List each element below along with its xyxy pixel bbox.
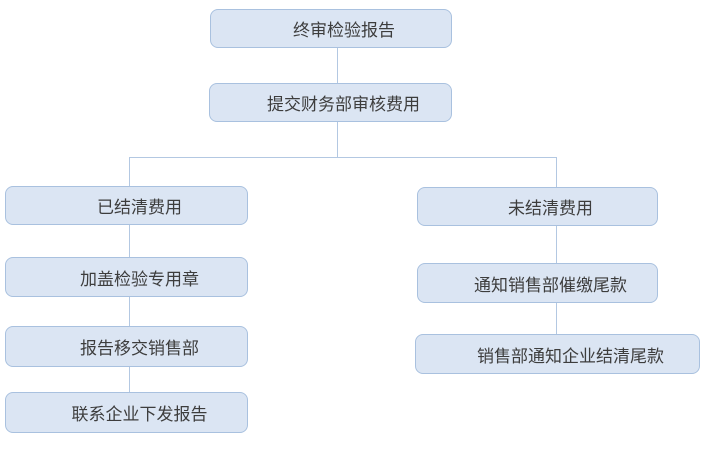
node-label: 终审检验报告 bbox=[293, 21, 395, 41]
node-submit-finance-review: 提交财务部审核费用 bbox=[209, 83, 452, 122]
node-final-inspection-report: 终审检验报告 bbox=[210, 9, 452, 48]
node-fees-settled: 已结清费用 bbox=[5, 186, 248, 225]
connector-unsettled-to-notify bbox=[556, 226, 557, 263]
connector-split-to-unsettled bbox=[556, 157, 557, 187]
connector-seal-to-transfer bbox=[129, 297, 130, 326]
node-label: 已结清费用 bbox=[97, 198, 182, 218]
node-label: 联系企业下发报告 bbox=[71, 405, 208, 425]
node-sales-notify-enterprise-settle: 销售部通知企业结清尾款 bbox=[415, 334, 700, 374]
node-label: 销售部通知企业结清尾款 bbox=[477, 346, 664, 367]
connector-finance-to-split bbox=[337, 122, 338, 157]
connector-split-to-settled bbox=[129, 157, 130, 186]
connector-split-horizontal bbox=[129, 157, 557, 158]
connector-report-to-finance bbox=[337, 48, 338, 83]
node-label: 提交财务部审核费用 bbox=[267, 95, 420, 115]
node-apply-inspection-seal: 加盖检验专用章 bbox=[5, 257, 248, 297]
node-label: 加盖检验专用章 bbox=[80, 269, 199, 290]
node-label: 通知销售部催缴尾款 bbox=[474, 275, 627, 296]
connector-settled-to-seal bbox=[129, 225, 130, 257]
connector-notify-to-settle-balance bbox=[556, 303, 557, 334]
connector-transfer-to-contact bbox=[129, 367, 130, 392]
node-fees-unsettled: 未结清费用 bbox=[417, 187, 658, 226]
node-contact-enterprise-issue-report: 联系企业下发报告 bbox=[5, 392, 248, 433]
node-report-to-sales: 报告移交销售部 bbox=[5, 326, 248, 367]
node-label: 报告移交销售部 bbox=[80, 339, 199, 359]
node-notify-sales-collect-balance: 通知销售部催缴尾款 bbox=[417, 263, 658, 303]
node-label: 未结清费用 bbox=[508, 199, 593, 219]
